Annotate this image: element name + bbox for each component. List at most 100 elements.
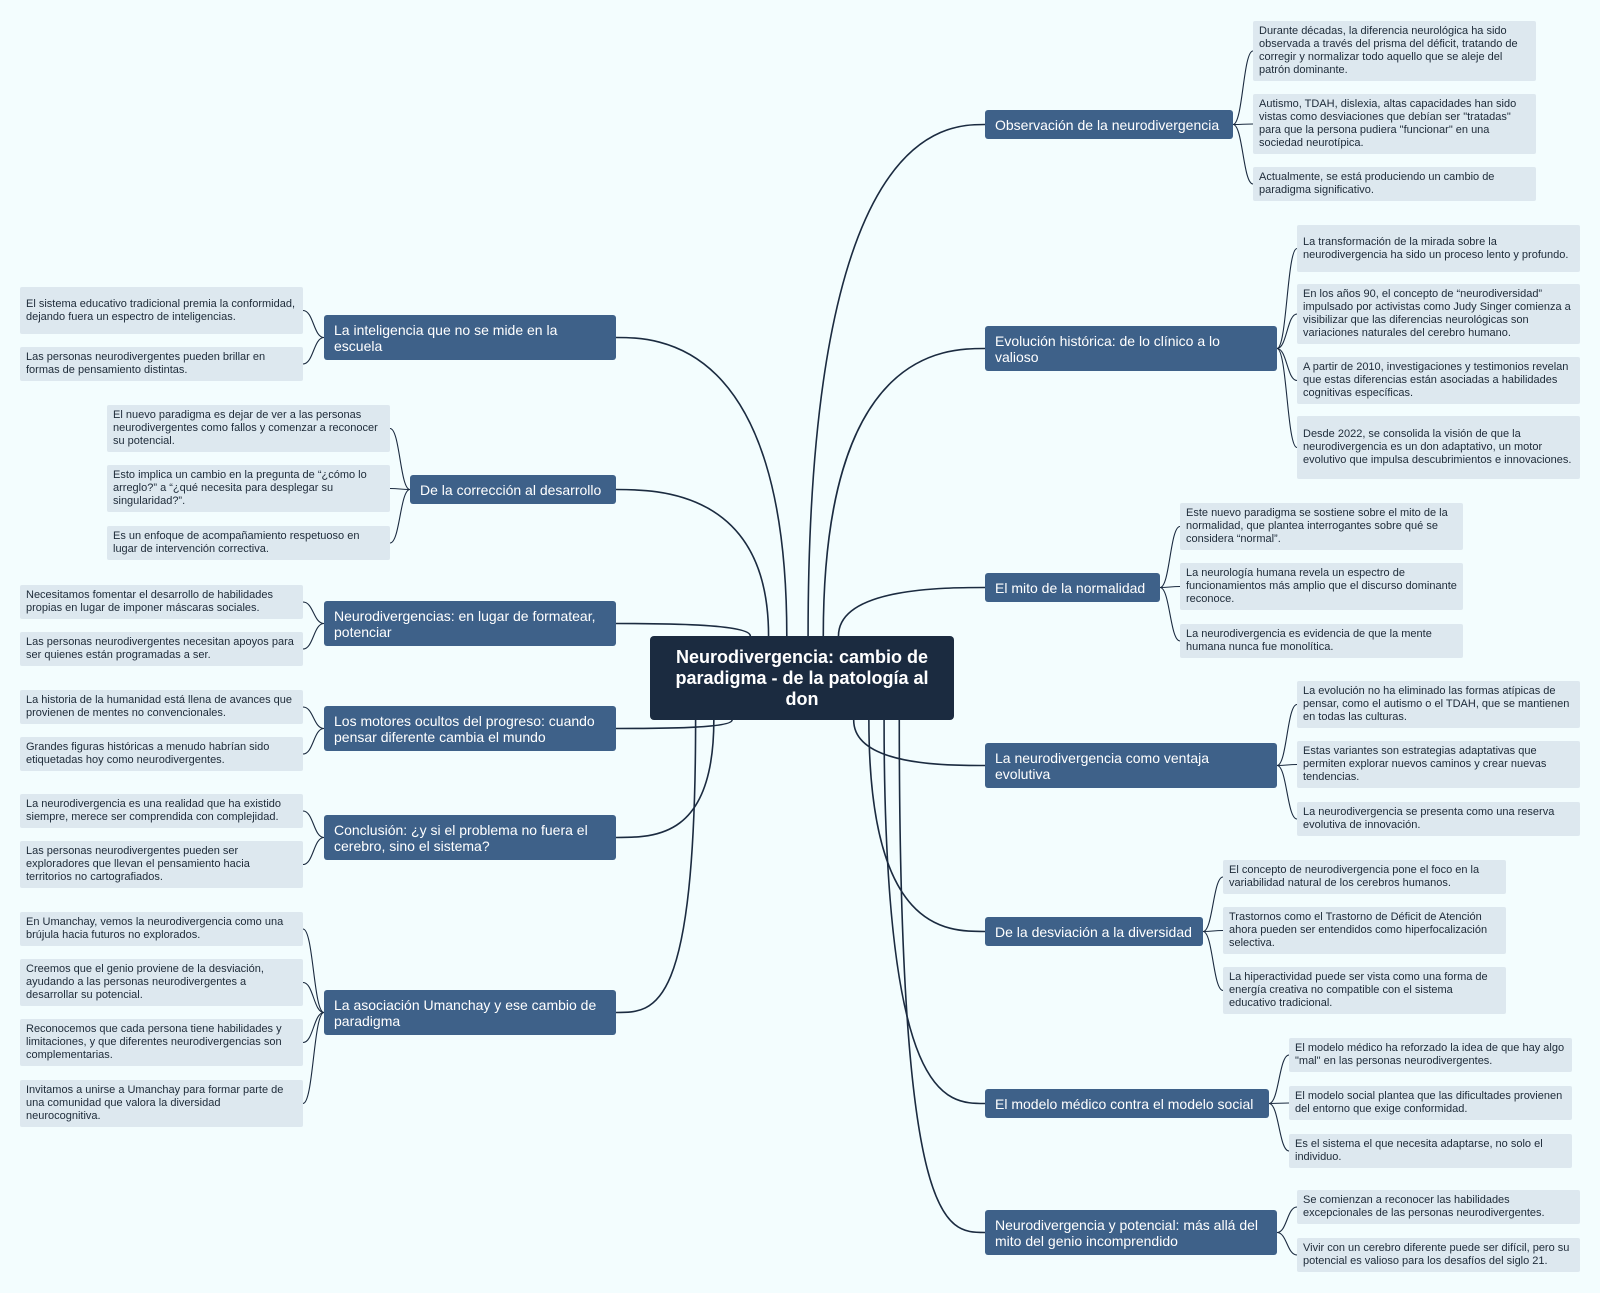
leaf-connector xyxy=(1276,347,1298,449)
leaf-ventaja-1[interactable]: La evolución no ha eliminado las formas … xyxy=(1297,681,1580,728)
leaf-text: Trastornos como el Trastorno de Déficit … xyxy=(1229,911,1488,949)
branch-motores-progreso[interactable]: Los motores ocultos del progreso: cuando… xyxy=(324,706,616,751)
leaf-conclusion-2[interactable]: Las personas neurodivergentes pueden ser… xyxy=(20,841,303,888)
leaf-text: Estas variantes son estrategias adaptati… xyxy=(1303,745,1547,783)
leaf-text: La hiperactividad puede ser vista como u… xyxy=(1229,971,1488,1009)
branch-conclusion[interactable]: Conclusión: ¿y si el problema no fuera e… xyxy=(324,815,616,860)
leaf-connector xyxy=(1276,763,1298,767)
leaf-inteligencia-2[interactable]: Las personas neurodivergentes pueden bri… xyxy=(20,347,303,381)
leaf-text: Necesitamos fomentar el desarrollo de ha… xyxy=(26,589,274,614)
leaf-text: En los años 90, el concepto de “neurodiv… xyxy=(1303,288,1571,339)
leaf-umanchay-1[interactable]: En Umanchay, vemos la neurodivergencia c… xyxy=(20,912,303,946)
leaf-text: Este nuevo paradigma se sostiene sobre e… xyxy=(1186,507,1448,545)
branch-evolucion-historica[interactable]: Evolución histórica: de lo clínico a lo … xyxy=(985,326,1277,371)
leaf-text: La transformación de la mirada sobre la … xyxy=(1303,235,1569,261)
leaf-connector xyxy=(1276,347,1298,382)
leaf-umanchay-4[interactable]: Invitamos a unirse a Umanchay para forma… xyxy=(20,1080,303,1127)
leaf-text: Autismo, TDAH, dislexia, altas capacidad… xyxy=(1259,98,1517,149)
branch-asociacion-umanchay[interactable]: La asociación Umanchay y ese cambio de p… xyxy=(324,990,616,1035)
leaf-observacion-3[interactable]: Actualmente, se está produciendo un camb… xyxy=(1253,167,1536,201)
leaf-mito-1[interactable]: Este nuevo paradigma se sostiene sobre e… xyxy=(1180,503,1463,550)
leaf-text: El modelo médico ha reforzado la idea de… xyxy=(1295,1042,1565,1067)
leaf-evolucion-2[interactable]: En los años 90, el concepto de “neurodiv… xyxy=(1297,284,1580,344)
leaf-umanchay-3[interactable]: Reconocemos que cada persona tiene habil… xyxy=(20,1019,303,1066)
leaf-desviacion-3[interactable]: La hiperactividad puede ser vista como u… xyxy=(1223,967,1506,1014)
leaf-connector xyxy=(302,928,325,1014)
leaf-text: Desde 2022, se consolida la visión de qu… xyxy=(1303,428,1572,466)
branch-mito-normalidad[interactable]: El mito de la normalidad xyxy=(985,573,1160,602)
leaf-conclusion-1[interactable]: La neurodivergencia es una realidad que … xyxy=(20,794,303,828)
leaf-correccion-1[interactable]: El nuevo paradigma es dejar de ver a las… xyxy=(107,405,390,452)
leaf-connector xyxy=(302,309,325,339)
leaf-desviacion-1[interactable]: El concepto de neurodivergencia pone el … xyxy=(1223,860,1506,894)
branch-desviacion-diversidad[interactable]: De la desviación a la diversidad xyxy=(985,917,1203,946)
branch-connector xyxy=(837,586,986,637)
branch-connector xyxy=(807,123,986,637)
leaf-connector xyxy=(302,336,325,365)
branch-connector xyxy=(852,719,986,767)
leaf-ventaja-2[interactable]: Estas variantes son estrategias adaptati… xyxy=(1297,741,1580,788)
leaf-potencial-1[interactable]: Se comienzan a reconocer las habilidades… xyxy=(1297,1190,1580,1224)
leaf-connector xyxy=(1159,585,1181,589)
leaf-connector xyxy=(1159,525,1181,589)
leaf-desviacion-2[interactable]: Trastornos como el Trastorno de Déficit … xyxy=(1223,907,1506,954)
leaf-connector xyxy=(1232,50,1254,126)
leaf-connector xyxy=(389,427,411,491)
leaf-connector xyxy=(389,488,411,544)
leaf-correccion-3[interactable]: Es un enfoque de acompañamiento respetuo… xyxy=(107,526,390,560)
branch-modelo-medico-social[interactable]: El modelo médico contra el modelo social xyxy=(985,1089,1269,1118)
leaf-modelo-3[interactable]: Es el sistema el que necesita adaptarse,… xyxy=(1289,1134,1572,1168)
branch-neurodivergencia-potencial[interactable]: Neurodivergencia y potencial: más allá d… xyxy=(985,1210,1277,1255)
leaf-formatear-2[interactable]: Las personas neurodivergentes necesitan … xyxy=(20,632,303,666)
leaf-potencial-2[interactable]: Vivir con un cerebro diferente puede ser… xyxy=(1297,1238,1580,1272)
leaf-text: La neurodivergencia es evidencia de que … xyxy=(1186,628,1432,653)
leaf-motores-1[interactable]: La historia de la humanidad está llena d… xyxy=(20,690,303,724)
branch-label: Evolución histórica: de lo clínico a lo … xyxy=(995,332,1220,365)
leaf-connector xyxy=(302,836,325,866)
leaf-modelo-1[interactable]: El modelo médico ha reforzado la idea de… xyxy=(1289,1038,1572,1072)
leaf-umanchay-2[interactable]: Creemos que el genio proviene de la desv… xyxy=(20,959,303,1006)
branch-label: Neurodivergencias: en lugar de formatear… xyxy=(334,607,596,640)
leaf-ventaja-3[interactable]: La neurodivergencia se presenta como una… xyxy=(1297,802,1580,836)
branch-ventaja-evolutiva[interactable]: La neurodivergencia como ventaja evoluti… xyxy=(985,743,1277,788)
branch-connector xyxy=(615,336,788,637)
branch-connector xyxy=(615,719,715,839)
branch-connector xyxy=(615,719,697,1014)
leaf-connector xyxy=(1276,1206,1298,1234)
leaf-text: Invitamos a unirse a Umanchay para forma… xyxy=(26,1084,284,1122)
leaf-evolucion-1[interactable]: La transformación de la mirada sobre la … xyxy=(1297,225,1580,272)
branch-correccion-desarrollo[interactable]: De la corrección al desarrollo xyxy=(410,475,616,504)
central-topic[interactable]: Neurodivergencia: cambio de paradigma - … xyxy=(650,636,954,720)
leaf-text: Es el sistema el que necesita adaptarse,… xyxy=(1295,1138,1543,1163)
branch-observacion[interactable]: Observación de la neurodivergencia xyxy=(985,110,1233,139)
leaf-connector xyxy=(302,727,325,755)
leaf-correccion-2[interactable]: Esto implica un cambio en la pregunta de… xyxy=(107,465,390,512)
branch-connector xyxy=(868,719,986,933)
leaf-connector xyxy=(1268,1102,1290,1152)
leaf-observacion-1[interactable]: Durante décadas, la diferencia neurológi… xyxy=(1253,21,1536,81)
leaf-text: La neurodivergencia se presenta como una… xyxy=(1303,806,1555,831)
leaf-evolucion-3[interactable]: A partir de 2010, investigaciones y test… xyxy=(1297,357,1580,404)
branch-label: Observación de la neurodivergencia xyxy=(995,116,1220,133)
branch-connector xyxy=(615,622,752,637)
branch-formatear-potenciar[interactable]: Neurodivergencias: en lugar de formatear… xyxy=(324,601,616,646)
leaf-evolucion-4[interactable]: Desde 2022, se consolida la visión de qu… xyxy=(1297,416,1580,479)
leaf-text: Las personas neurodivergentes necesitan … xyxy=(26,636,294,661)
leaf-text: La neurodivergencia es una realidad que … xyxy=(26,798,282,823)
branch-label: La asociación Umanchay y ese cambio de p… xyxy=(334,996,597,1029)
leaf-connector xyxy=(1276,764,1298,820)
leaf-text: Se comienzan a reconocer las habilidades… xyxy=(1303,1194,1545,1219)
leaf-connector xyxy=(302,1011,325,1105)
branch-connector xyxy=(822,347,986,637)
leaf-formatear-1[interactable]: Necesitamos fomentar el desarrollo de ha… xyxy=(20,585,303,619)
leaf-connector xyxy=(1202,929,1224,933)
leaf-mito-2[interactable]: La neurología humana revela un espectro … xyxy=(1180,563,1463,610)
leaf-inteligencia-1[interactable]: El sistema educativo tradicional premia … xyxy=(20,287,303,334)
leaf-connector xyxy=(1202,876,1224,933)
leaf-modelo-2[interactable]: El modelo social plantea que las dificul… xyxy=(1289,1086,1572,1120)
leaf-observacion-2[interactable]: Autismo, TDAH, dislexia, altas capacidad… xyxy=(1253,94,1536,154)
branch-inteligencia-escuela[interactable]: La inteligencia que no se mide en la esc… xyxy=(324,315,616,360)
leaf-motores-2[interactable]: Grandes figuras históricas a menudo habr… xyxy=(20,737,303,771)
leaf-mito-3[interactable]: La neurodivergencia es evidencia de que … xyxy=(1180,624,1463,658)
leaf-text: Actualmente, se está produciendo un camb… xyxy=(1259,171,1495,196)
